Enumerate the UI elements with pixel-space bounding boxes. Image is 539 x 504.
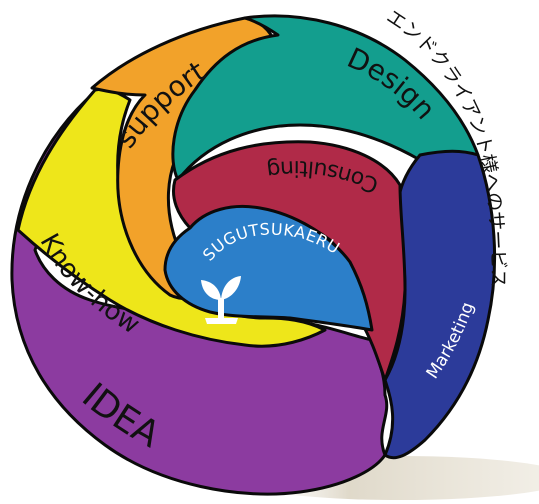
sprout-icon (201, 276, 241, 324)
segment-design (171, 14, 480, 182)
